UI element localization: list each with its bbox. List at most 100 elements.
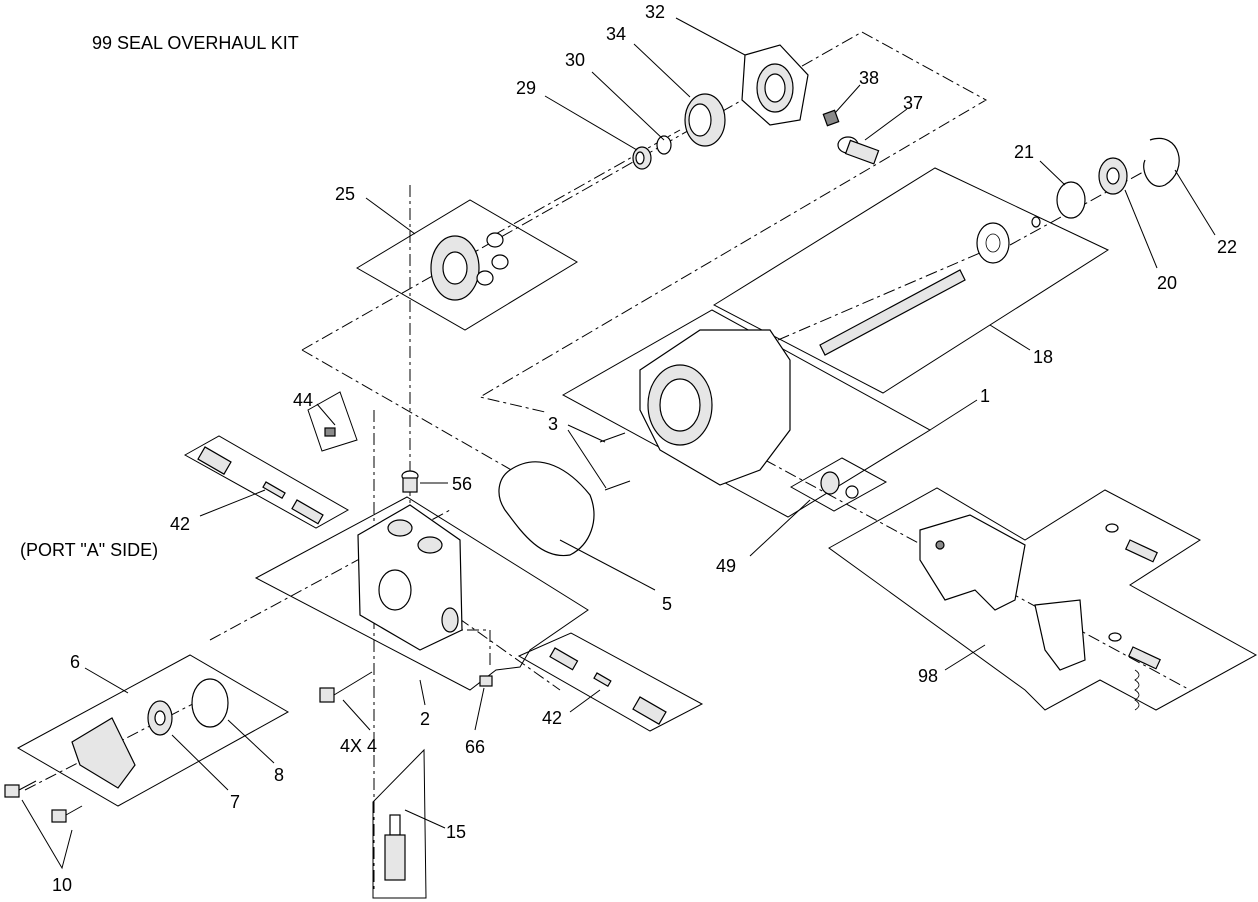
part-38-block [822,109,840,127]
leader-8 [227,719,275,764]
leader-2 [419,679,426,706]
callout-1: 1 [980,386,990,406]
callout-15: 15 [446,822,466,842]
part-44-plug [324,427,336,437]
part-4-bolt [319,671,373,703]
part-49-bearing [820,471,859,499]
leader-20 [1124,189,1158,269]
centerline-a [301,349,556,496]
centerline-b [493,129,681,236]
part-15-sensor [384,814,406,881]
part-3-pin-b [604,480,631,491]
leader-25 [365,197,416,235]
leader-1 [929,399,978,431]
part-29-retaining-ring [632,146,652,170]
callout-66: 66 [465,737,485,757]
leader-66 [474,687,485,731]
part-34-shaft-seal [684,93,726,147]
part-30-ring [656,135,672,155]
leader-3b [567,429,607,489]
callout-18: 18 [1033,347,1053,367]
centerline-loop-32 [301,31,988,413]
part-6-cover [71,717,136,789]
callout-38: 38 [859,68,879,88]
callout-10: 10 [52,875,72,895]
part-2-end-cover [357,504,463,651]
part-42-valve-lower [549,647,667,725]
group-box-98 [828,487,1258,711]
callout-30: 30 [565,50,585,70]
callout-56: 56 [452,474,472,494]
callout-29: 29 [516,78,536,98]
callout-34: 34 [606,24,626,44]
callout-20: 20 [1157,273,1177,293]
part-8-o-ring [191,678,229,728]
leader-38 [834,84,861,114]
callout-42a: 42 [170,514,190,534]
part-21-ring [1056,181,1086,219]
callout-2: 2 [420,709,430,729]
leader-22 [1174,169,1216,236]
part-32-seal-housing [741,44,809,126]
part-22-snap-ring [1143,137,1180,187]
callout-3: 3 [548,414,558,434]
callout-25: 25 [335,184,355,204]
centerline-d [777,239,1011,341]
leader-7 [171,734,229,791]
part-1-housing [639,329,791,486]
part-25-rotating-group [430,232,509,301]
callout-32: 32 [645,2,665,22]
group-box-42-lower [517,632,704,732]
leader-32 [675,17,746,56]
part-5-gasket [498,461,595,557]
callout-21: 21 [1014,142,1034,162]
part-42-valve-upper [197,446,324,525]
leader-3a [567,424,606,443]
part-3-pin-a [599,432,626,443]
group-box-44 [307,391,358,452]
part-98-bracket [919,514,1161,711]
centerline-c [1009,159,1166,246]
callout-6: 6 [70,652,80,672]
part-20-bearing [1098,157,1128,195]
leader-42b [569,689,601,713]
leader-37 [864,108,908,141]
leader-15 [404,809,446,829]
leader-42a [199,489,266,517]
diagram-title: 99 SEAL OVERHAUL KIT [92,33,299,53]
group-box-18 [712,167,1110,394]
leader-5 [559,539,656,591]
leader-49 [749,499,811,557]
callout-44: 44 [293,390,313,410]
group-box-15 [372,748,427,899]
leader-34 [633,43,691,98]
callout-8: 8 [274,765,284,785]
leader-30 [591,71,665,141]
group-box-49 [789,457,888,512]
group-box-42-upper [183,435,350,529]
callout-22: 22 [1217,237,1237,257]
group-box-2 [254,496,589,691]
leader-44 [316,403,336,426]
group-box-25 [356,199,578,331]
part-18-shaft [819,216,1041,356]
leader-10 [21,799,73,870]
part-66-plug [479,675,493,687]
leader-21 [1039,160,1066,186]
callout-49: 49 [716,556,736,576]
leader-6 [84,667,129,694]
leader-4x4 [342,699,371,731]
callout-7: 7 [230,792,240,812]
leader-29 [544,95,638,151]
part-10-screws [4,780,83,823]
callout-98: 98 [918,666,938,686]
callout-4x4: 4X 4 [340,736,377,756]
callout-37: 37 [903,93,923,113]
leader-98 [944,644,986,671]
part-56-check [401,470,419,493]
callout-42a-note: (PORT "A" SIDE) [20,540,158,560]
part-37-pin [837,136,880,165]
callout-5: 5 [662,594,672,614]
